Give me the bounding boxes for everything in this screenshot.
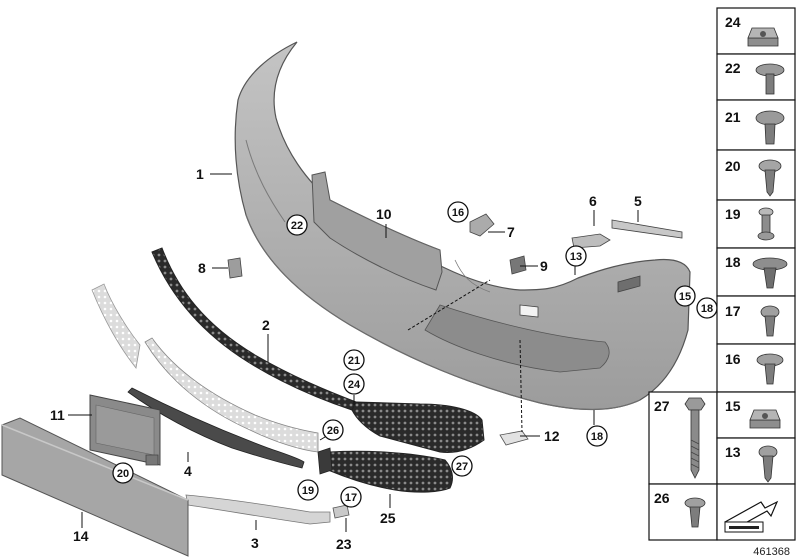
clip-nut-icon-2	[749, 409, 781, 429]
lower-grille	[151, 247, 485, 453]
part-label-1: 1	[196, 166, 204, 182]
part-label-5: 5	[634, 193, 642, 209]
part-label-25: 25	[380, 510, 396, 526]
callout-18-lower: 18	[586, 425, 608, 447]
callout-18-right: 18	[696, 297, 718, 319]
part-label-6: 6	[589, 193, 597, 209]
svg-text:26: 26	[327, 425, 339, 437]
svg-text:22: 22	[291, 220, 303, 232]
callout-20: 20	[112, 462, 134, 484]
callout-19: 19	[297, 479, 319, 501]
expanding-rivet-icon	[757, 207, 775, 241]
svg-text:18: 18	[591, 431, 603, 443]
bumper-cover	[234, 41, 691, 411]
screw-icon	[760, 305, 780, 337]
svg-text:21: 21	[348, 355, 360, 367]
svg-text:16: 16	[452, 207, 464, 219]
license-plate-base	[1, 417, 189, 557]
sidebar-label-22: 22	[725, 60, 741, 76]
flange-screw-icon-3	[684, 497, 706, 528]
callout-15: 15	[674, 285, 696, 307]
sidebar-label-18: 18	[725, 254, 741, 270]
sidebar-label-26: 26	[654, 490, 670, 506]
fastener-sidebar: 24 22 21 20 19 18 17 16 27 15 13 26	[648, 7, 796, 541]
hex-bolt-icon	[684, 397, 706, 479]
light-grille-strip	[91, 283, 319, 453]
side-grille	[317, 447, 453, 493]
callout-21: 21	[343, 349, 365, 371]
svg-text:20: 20	[117, 468, 129, 480]
part-label-11: 11	[50, 407, 65, 423]
circled-callouts: 22 16 13 15 18 21 24 26 27 18 20 19 17	[112, 201, 718, 508]
sidebar-label-27: 27	[654, 398, 670, 414]
part-label-7: 7	[507, 224, 515, 240]
svg-text:15: 15	[679, 291, 691, 303]
sidebar-label-15: 15	[725, 398, 741, 414]
part-label-12: 12	[544, 428, 560, 444]
svg-text:13: 13	[570, 251, 582, 263]
callout-22: 22	[286, 214, 308, 236]
part-label-14: 14	[73, 528, 89, 544]
diagram-reference-number: 461368	[753, 546, 790, 558]
svg-text:18: 18	[701, 303, 713, 315]
svg-text:19: 19	[302, 485, 314, 497]
part-label-10: 10	[376, 206, 392, 222]
callout-26: 26	[322, 419, 344, 441]
sidebar-label-16: 16	[725, 351, 741, 367]
callout-24: 24	[343, 373, 365, 395]
sidebar-label-17: 17	[725, 303, 741, 319]
sidebar-label-20: 20	[725, 158, 741, 174]
svg-text:27: 27	[456, 461, 468, 473]
direction-arrow-icon	[724, 500, 779, 533]
license-plate-holder	[89, 394, 161, 466]
screw-icon-2	[758, 445, 778, 483]
callout-27: 27	[451, 455, 473, 477]
part-label-3: 3	[251, 535, 259, 551]
part-label-4: 4	[184, 463, 192, 479]
part-label-8: 8	[198, 260, 206, 276]
svg-text:17: 17	[345, 492, 357, 504]
svg-text:24: 24	[348, 379, 361, 391]
trim-strips	[127, 387, 331, 525]
sidebar-label-21: 21	[725, 109, 741, 125]
sidebar-label-24: 24	[725, 14, 741, 30]
sidebar-label-13: 13	[725, 444, 741, 460]
flange-screw-icon	[755, 63, 785, 95]
leader-lines	[68, 173, 639, 532]
part-label-23: 23	[336, 536, 352, 552]
push-clip-icon	[752, 257, 788, 289]
tapping-screw-icon	[758, 159, 782, 197]
callout-13: 13	[565, 245, 587, 267]
sidebar-label-19: 19	[725, 206, 741, 222]
flange-screw-icon-2	[755, 110, 785, 145]
callout-17: 17	[340, 486, 362, 508]
impact-absorber	[311, 171, 443, 291]
clip-nut-icon	[747, 27, 779, 47]
pan-head-screw-icon	[756, 353, 784, 385]
part-number-labels: 1 2 3 4 5 6 7 8 9 10 11 12 14 23 25	[50, 166, 642, 552]
part-label-2: 2	[262, 317, 270, 333]
callout-16: 16	[447, 201, 469, 223]
part-label-9: 9	[540, 258, 548, 274]
small-brackets	[145, 213, 683, 519]
